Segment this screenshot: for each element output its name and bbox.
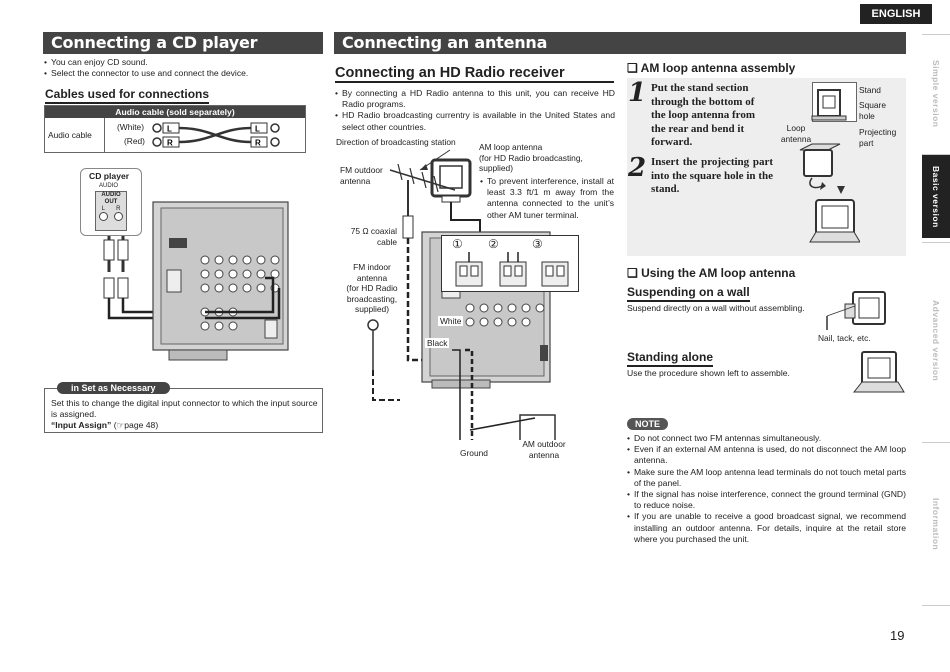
tab-information[interactable]: Information — [922, 442, 950, 606]
hd-bullet: By connecting a HD Radio antenna to this… — [335, 88, 615, 110]
set-as-necessary-badge: in Set as Necessary — [57, 382, 170, 394]
receiver-rear-panel-cd — [103, 201, 289, 361]
cd-bullet: You can enjoy CD sound. — [44, 57, 324, 68]
audio-cable-icon: L R L R — [152, 122, 280, 148]
am-loop-hd-label: AM loop antenna (for HD Radio broadcasti… — [479, 142, 583, 173]
plug-r-label: R — [167, 139, 173, 148]
fm-indoor-label: FM indoor antenna (for HD Radio broadcas… — [346, 262, 398, 314]
input-assign-link[interactable]: “Input Assign” — [51, 420, 112, 431]
set-text: Set this to change the digital input con… — [51, 398, 318, 420]
plug-l-label: L — [167, 125, 172, 134]
step-2-number: 2 — [628, 153, 647, 183]
cable-table-header: Audio cable (sold separately) — [45, 106, 305, 118]
note-badge: NOTE — [627, 418, 669, 430]
cd-section-title: Connecting a CD player — [43, 32, 323, 54]
assembly-panel — [627, 78, 906, 256]
antenna-section-title: Connecting an antenna — [334, 32, 906, 54]
using-am-loop-heading: ❑ Using the AM loop antenna — [627, 266, 796, 280]
cd-bullet: Select the connector to use and connect … — [44, 68, 324, 79]
standing-antenna-icon — [852, 351, 905, 393]
cd-audio-label: AUDIO — [99, 183, 119, 189]
hd-radio-heading: Connecting an HD Radio receiver — [335, 65, 614, 83]
square-hole-label: Square hole — [859, 100, 887, 121]
tab-basic-version[interactable]: Basic version — [922, 154, 950, 238]
direction-label: Direction of broadcasting station — [336, 137, 456, 147]
coax-label: 75 Ω coaxial cable — [350, 226, 397, 247]
fm-outdoor-label: FM outdoor antenna — [340, 165, 383, 186]
input-assign-page[interactable]: (☞page 48) — [113, 420, 159, 431]
hd-bullets: By connecting a HD Radio antenna to this… — [335, 88, 615, 133]
terminal-closeup: ① ② ③ — [441, 235, 579, 292]
step-1-text: Put the stand section through the bottom… — [651, 82, 755, 148]
am-loop-assembly-heading: ❑ AM loop antenna assembly — [627, 61, 796, 75]
am-outdoor-label: AM outdoor antenna — [522, 439, 566, 460]
loop-antenna-label: Loop antenna — [780, 123, 812, 144]
note-list: Do not connect two FM antennas simultane… — [627, 433, 906, 545]
step-circle-1: ① — [452, 237, 463, 251]
nail-label: Nail, tack, etc. — [818, 333, 871, 343]
standing-heading: Standing alone — [627, 350, 714, 367]
cable-table: Audio cable (sold separately) Audio cabl… — [44, 105, 306, 153]
tab-simple-version[interactable]: Simple version — [922, 34, 950, 152]
note-item: Even if an external AM antenna is used, … — [627, 444, 906, 466]
cables-heading: Cables used for connections — [45, 87, 210, 104]
step-1-number: 1 — [628, 78, 647, 108]
stand-label: Stand — [859, 85, 881, 95]
am-loop-assembly-icon — [799, 89, 860, 243]
svg-text:L: L — [255, 125, 260, 134]
note-item: If the signal has noise interference, co… — [627, 489, 906, 511]
cd-bullets: You can enjoy CD sound. Select the conne… — [44, 57, 324, 80]
wall-mounted-antenna-icon — [826, 291, 886, 330]
projecting-part-label: Projecting part — [859, 127, 897, 148]
standing-text: Use the procedure shown left to assemble… — [627, 368, 790, 378]
black-label: Black — [425, 338, 450, 348]
svg-text:R: R — [255, 139, 261, 148]
step-circle-2: ② — [488, 237, 499, 251]
white-label: (White) — [117, 122, 144, 132]
page-number: 19 — [890, 628, 905, 643]
note-item: If you are unable to receive a good broa… — [627, 511, 906, 545]
note-item: Make sure the AM loop antenna lead termi… — [627, 467, 906, 489]
cd-player-label: CD player — [89, 171, 130, 181]
hd-bullet: HD Radio broadcasting currentry is avail… — [335, 110, 615, 132]
cable-name: Audio cable — [45, 118, 105, 152]
white-label: White — [438, 316, 464, 326]
note-item: Do not connect two FM antennas simultane… — [627, 433, 906, 444]
red-label: (Red) — [124, 136, 145, 146]
set-as-necessary-box: in Set as Necessary Set this to change t… — [44, 382, 323, 433]
ground-label: Ground — [460, 448, 488, 458]
step-2-text: Insert the projecting part into the squa… — [651, 156, 773, 195]
suspend-heading: Suspending on a wall — [627, 285, 750, 302]
am-loop-hd-bullet: To prevent interference, install at leas… — [480, 176, 614, 221]
tab-advanced-version[interactable]: Advanced version — [922, 242, 950, 438]
step-circle-3: ③ — [532, 237, 543, 251]
language-tab: ENGLISH — [860, 4, 932, 24]
suspend-text: Suspend directly on a wall without assem… — [627, 303, 805, 313]
